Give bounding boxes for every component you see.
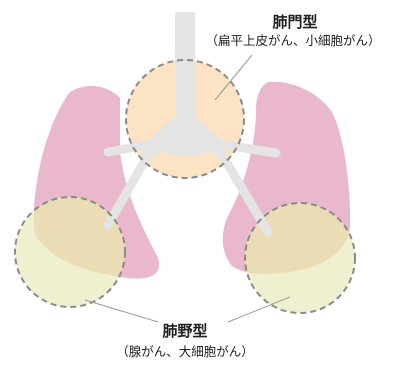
trachea xyxy=(175,12,195,120)
peripheral-type-subtitle: （腺がん、大細胞がん） xyxy=(116,344,254,359)
hilar-type-subtitle: （扁平上皮がん、小細胞がん） xyxy=(205,33,381,48)
hilar-zone-border xyxy=(125,59,245,179)
peripheral-type-title: 肺野型 xyxy=(162,322,208,340)
hilar-pointer-line xyxy=(214,54,253,101)
right-lower-branch xyxy=(213,143,273,237)
peripheral-zone-left-border xyxy=(14,196,126,308)
peripheral-zone-right-border xyxy=(244,202,356,314)
carina xyxy=(152,128,218,156)
left-lower-branch xyxy=(103,143,157,230)
hilar-type-title: 肺門型 xyxy=(272,13,318,31)
peripheral-pointer-line-left xyxy=(84,299,159,323)
peripheral-left-overlap xyxy=(33,197,125,279)
peripheral-pointer-line-right xyxy=(227,296,291,323)
right-upper-branch xyxy=(207,138,281,158)
